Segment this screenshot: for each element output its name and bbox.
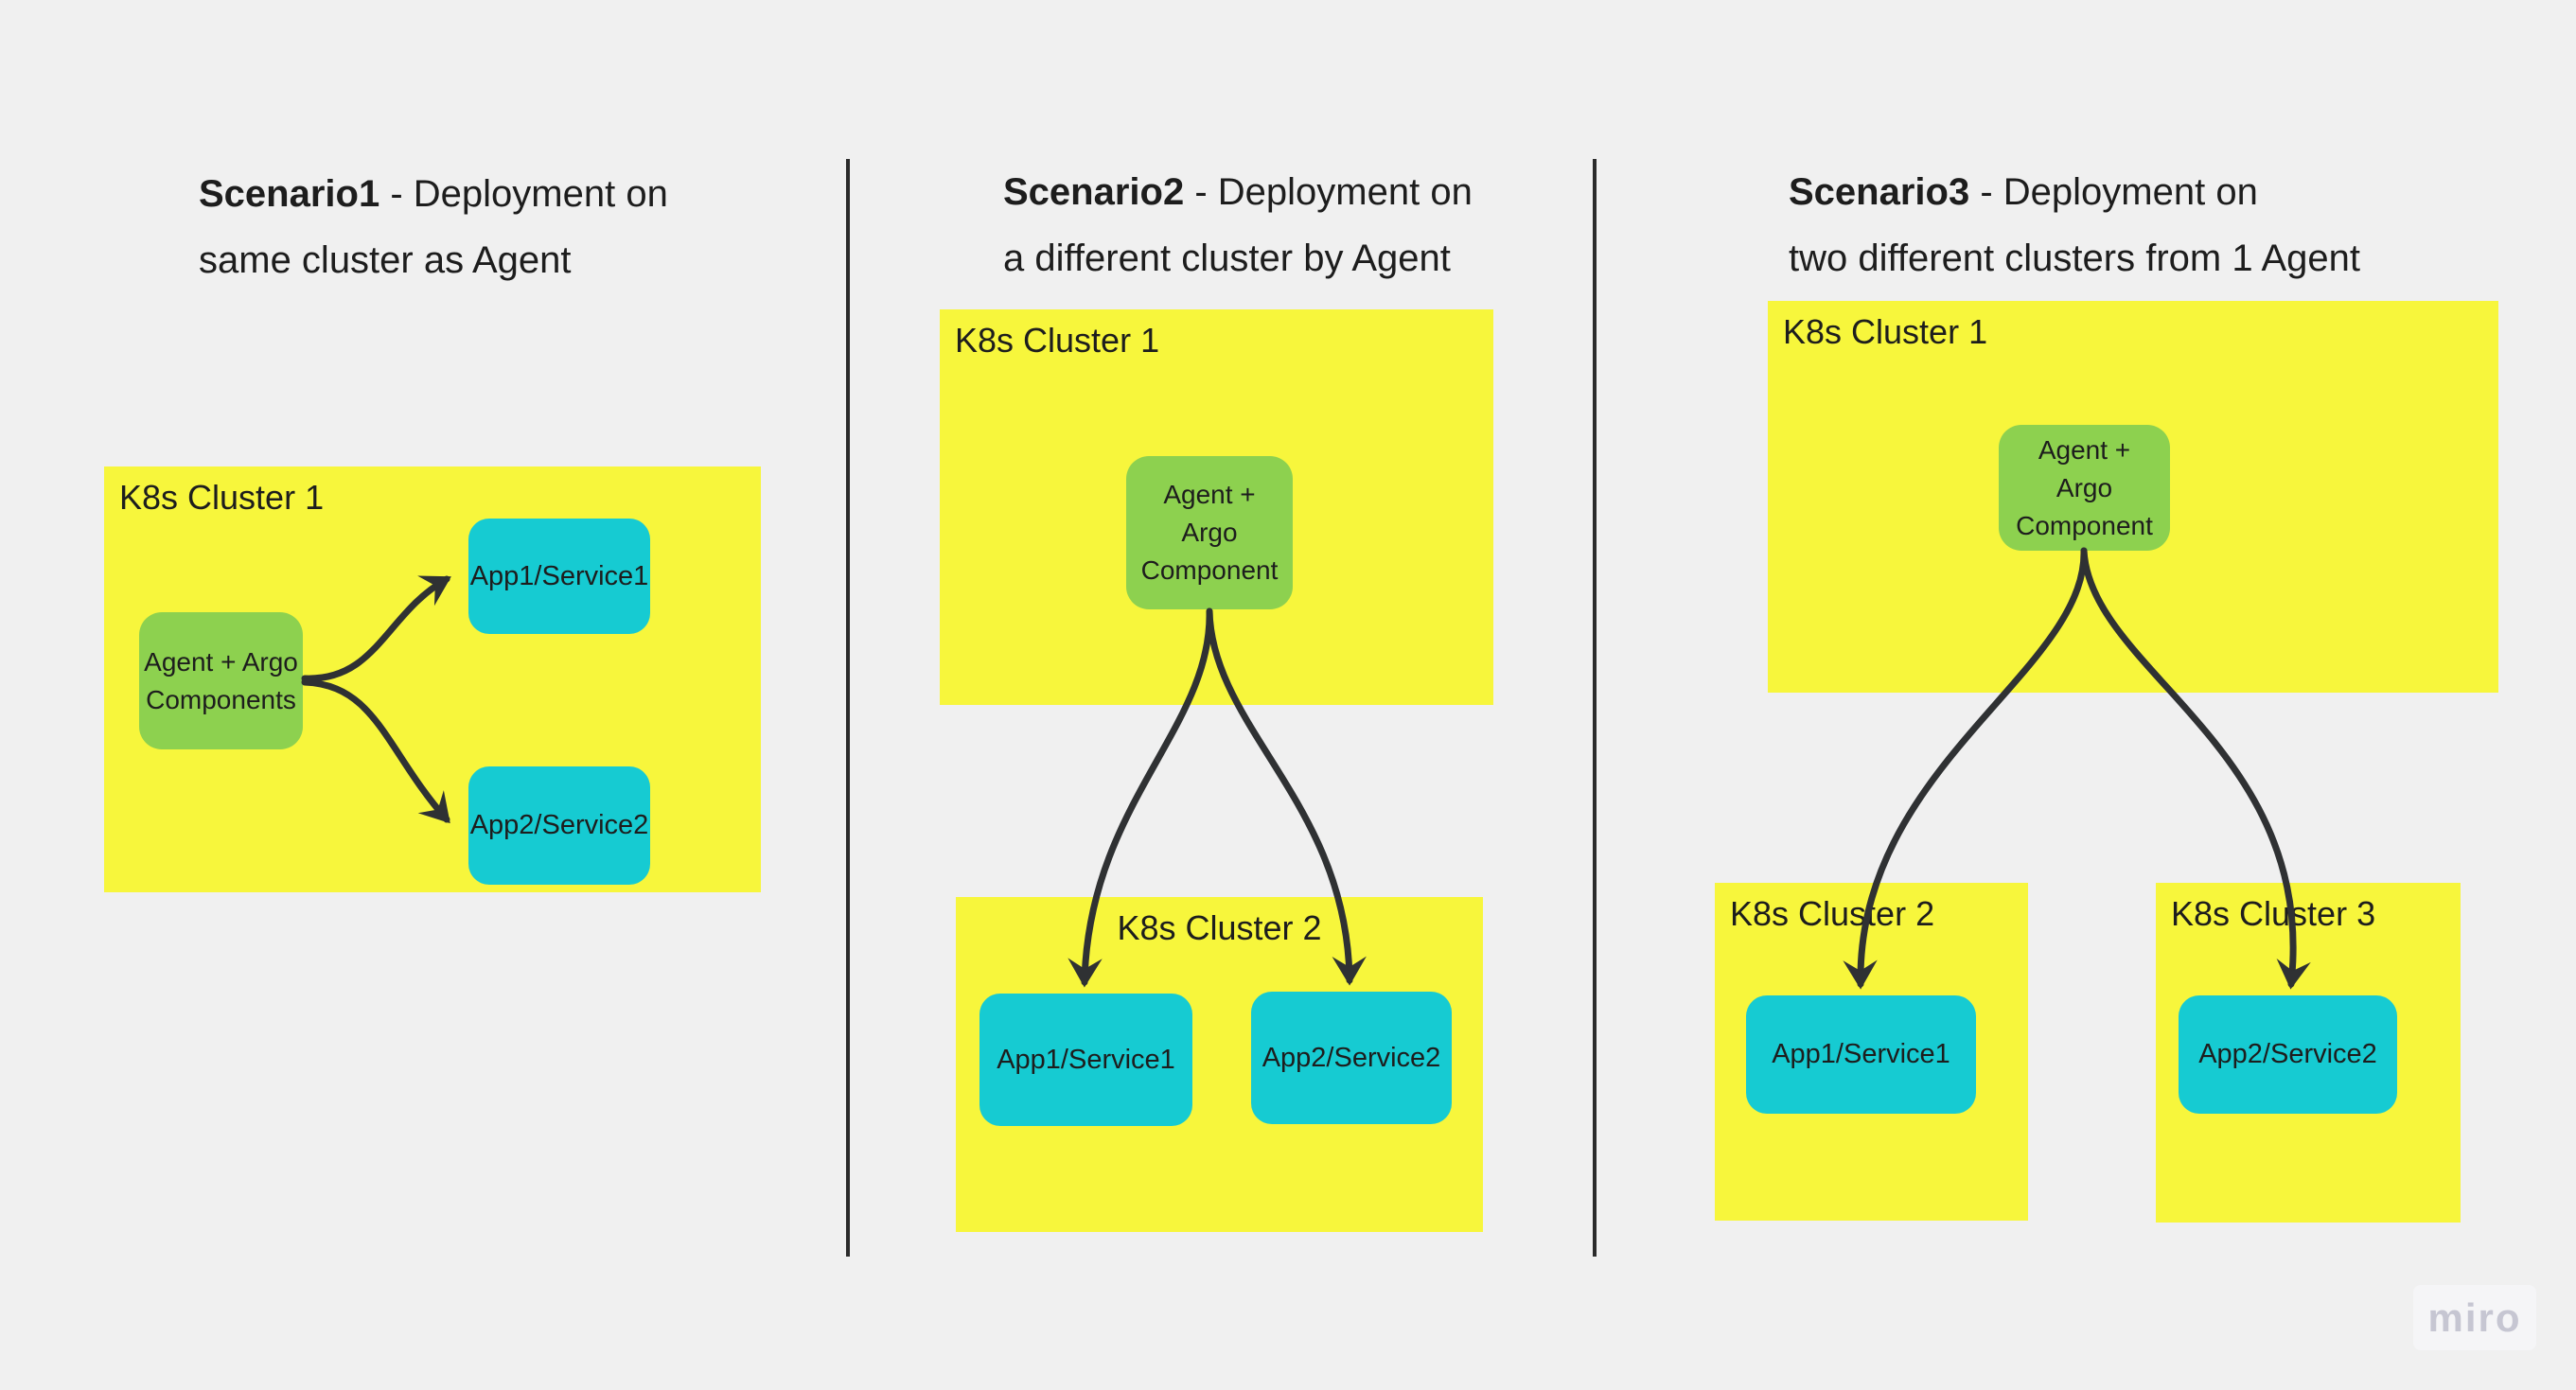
scenario1-app1-node: App1/Service1: [468, 519, 650, 634]
scenario1-title-bold: Scenario1: [199, 173, 380, 215]
scenario1-agent-label-line1: Agent + Argo: [144, 646, 298, 677]
scenario3-title-line2: two different clusters from 1 Agent: [1789, 238, 2361, 279]
scenario3-app2-node: App2/Service2: [2179, 995, 2397, 1114]
scenario2-cluster1-label: K8s Cluster 1: [955, 321, 1160, 360]
scenario2-app1-node: App1/Service1: [979, 994, 1192, 1126]
scenario2-agent-label-line2: Argo: [1181, 518, 1238, 547]
scenario3-cluster1-label: K8s Cluster 1: [1783, 312, 1988, 351]
scenario2-cluster2-label: K8s Cluster 2: [1117, 908, 1322, 947]
scenario2-agent-label-line1: Agent +: [1163, 480, 1256, 509]
scenario1-title-rest: - Deployment on: [379, 173, 668, 215]
scenario2-title-bold: Scenario2: [1003, 171, 1185, 213]
scenario1-title: Scenario1 - Deployment on same cluster a…: [199, 161, 668, 293]
scenario3-cluster3-label: K8s Cluster 3: [2171, 894, 2376, 933]
miro-watermark-label: miro: [2427, 1294, 2522, 1340]
scenario1-cluster1-label: K8s Cluster 1: [119, 478, 325, 517]
scenario3-app1-node: App1/Service1: [1746, 995, 1976, 1114]
scenario3-agent-label-line1: Agent +: [2038, 434, 2131, 465]
scenario3-title: Scenario3 - Deployment on two different …: [1789, 159, 2360, 291]
scenario1-title-line2: same cluster as Agent: [199, 239, 572, 281]
scenario3-agent-node: Agent + Argo Component: [1999, 425, 2170, 551]
column-divider-1: [846, 159, 850, 1257]
scenario1-app1-label: App1/Service1: [469, 560, 649, 591]
scenario3-app1-label: App1/Service1: [1772, 1039, 1950, 1069]
scenario2-title-line1: Scenario2 - Deployment on: [1003, 159, 1473, 225]
scenario3-title-bold: Scenario3: [1789, 171, 1970, 213]
scenario1-agent-label-line2: Components: [146, 684, 296, 714]
scenario2-title-rest: - Deployment on: [1184, 171, 1473, 213]
scenario1-title-line1: Scenario1 - Deployment on: [199, 161, 668, 227]
scenario3-app2-label: App2/Service2: [2198, 1039, 2377, 1069]
scenario3-cluster2-label: K8s Cluster 2: [1730, 894, 1935, 933]
scenario1-app2-label: App2/Service2: [469, 810, 649, 840]
miro-watermark: miro: [2413, 1285, 2536, 1350]
column-divider-2: [1593, 159, 1597, 1257]
scenario2-agent-label-line3: Component: [1140, 555, 1279, 585]
scenario2-agent-node: Agent + Argo Component: [1126, 456, 1293, 609]
scenario3-agent-label-line2: Argo: [2056, 472, 2113, 502]
scenario3-agent-label-line3: Component: [2016, 510, 2153, 540]
scenario2-app2-node: App2/Service2: [1251, 992, 1452, 1124]
scenario1-agent-node: Agent + Argo Components: [139, 612, 303, 749]
scenario3-title-line1: Scenario3 - Deployment on: [1789, 159, 2360, 225]
scenario2-title: Scenario2 - Deployment on a different cl…: [1003, 159, 1473, 291]
scenario1-app2-node: App2/Service2: [468, 766, 650, 885]
scenario3-title-rest: - Deployment on: [1969, 171, 2258, 213]
scenario2-app2-label: App2/Service2: [1262, 1042, 1441, 1073]
scenario2-title-line2: a different cluster by Agent: [1003, 238, 1451, 279]
scenario2-app1-label: App1/Service1: [997, 1044, 1175, 1075]
